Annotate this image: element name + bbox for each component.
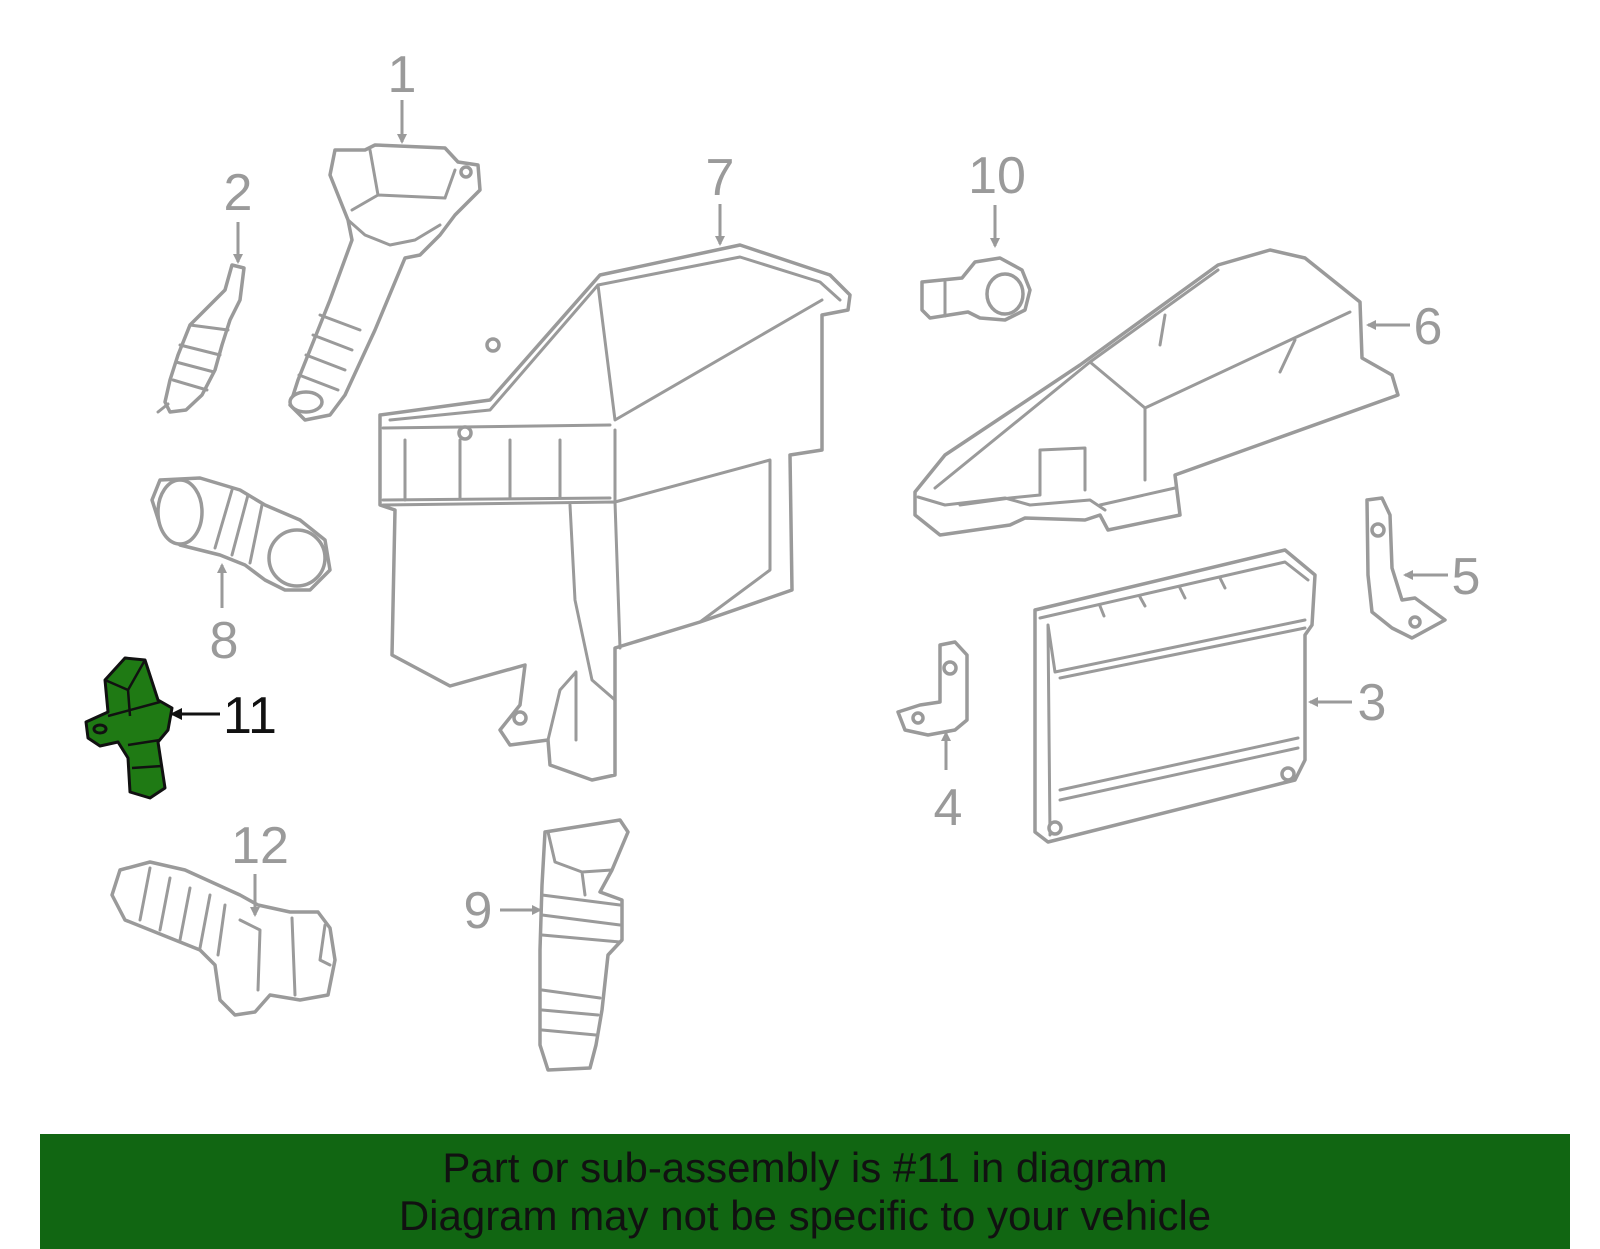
part-5-bracket[interactable] xyxy=(1365,496,1447,640)
callout-11[interactable]: 11 xyxy=(223,687,277,745)
callout-5[interactable]: 5 xyxy=(1452,548,1481,606)
callout-6[interactable]: 6 xyxy=(1414,298,1443,356)
callout-4[interactable]: 4 xyxy=(934,779,963,837)
callout-12[interactable]: 12 xyxy=(231,817,289,875)
part-4-bracket[interactable] xyxy=(896,640,969,737)
part-2-spark-plug[interactable] xyxy=(156,263,246,414)
part-12-sensor[interactable] xyxy=(110,860,337,1017)
part-11-highlighted-sensor[interactable] xyxy=(84,656,174,800)
callout-numbers: 1 2 3 4 5 6 7 8 9 10 11 12 xyxy=(210,46,1481,940)
banner-line-part-number: Part or sub-assembly is #11 in diagram xyxy=(442,1143,1168,1191)
callout-arrows xyxy=(170,100,1448,917)
callout-7[interactable]: 7 xyxy=(706,149,735,207)
part-7-air-cleaner-box[interactable] xyxy=(378,243,852,782)
part-1-ignition-coil[interactable] xyxy=(288,143,482,422)
callout-8[interactable]: 8 xyxy=(210,612,239,670)
part-6-engine-cover[interactable] xyxy=(913,248,1400,537)
info-banner: Part or sub-assembly is #11 in diagram D… xyxy=(40,1134,1570,1249)
banner-line-disclaimer: Diagram may not be specific to your vehi… xyxy=(398,1191,1212,1239)
callout-10[interactable]: 10 xyxy=(968,147,1026,205)
part-8-air-intake-hose[interactable] xyxy=(150,476,332,592)
part-9-sensor[interactable] xyxy=(538,818,630,1072)
callout-2[interactable]: 2 xyxy=(224,164,253,222)
callout-9[interactable]: 9 xyxy=(464,882,493,940)
part-10-sensor[interactable] xyxy=(920,256,1032,322)
callout-3[interactable]: 3 xyxy=(1358,674,1387,732)
part-3-ecm[interactable] xyxy=(1033,548,1317,844)
callout-1[interactable]: 1 xyxy=(388,46,417,104)
